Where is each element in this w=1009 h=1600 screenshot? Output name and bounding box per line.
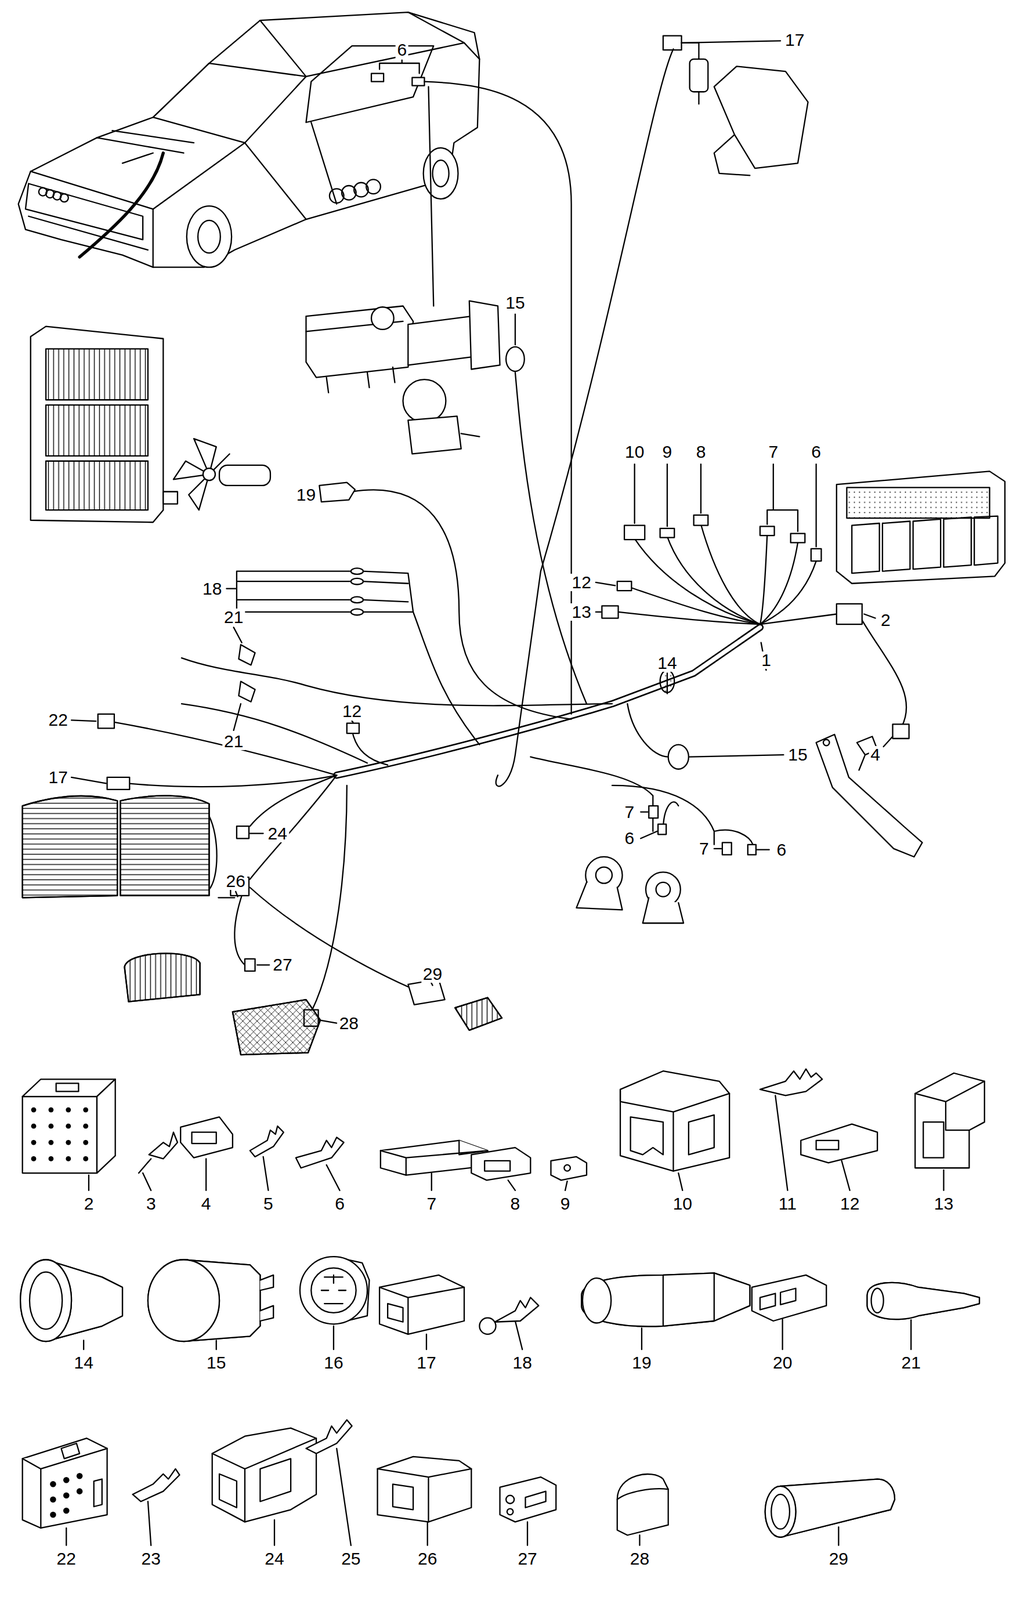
callout-number: 6 xyxy=(333,1195,347,1213)
callout-number: 5 xyxy=(261,1195,276,1213)
parts-row-3 xyxy=(22,1420,895,1538)
radiator xyxy=(30,326,178,523)
callout-number: 9 xyxy=(660,443,675,461)
parts-row-1 xyxy=(22,1069,985,1181)
callout-number: 1 xyxy=(759,651,773,669)
callout-number: 13 xyxy=(570,603,593,621)
callout-number: 19 xyxy=(630,1354,653,1372)
callout-number: 24 xyxy=(262,1550,286,1568)
callout-number: 26 xyxy=(416,1550,439,1568)
wires xyxy=(114,48,907,1010)
callout-number: 7 xyxy=(424,1195,439,1213)
callout-number: 18 xyxy=(200,580,224,598)
callout-number: 3 xyxy=(144,1195,158,1213)
callout-number: 19 xyxy=(294,486,318,504)
callout-number: 4 xyxy=(868,746,882,764)
callout-number: 14 xyxy=(655,654,679,672)
callout-number: 12 xyxy=(570,573,593,592)
callout-number: 15 xyxy=(503,294,527,312)
callout-number: 27 xyxy=(270,956,294,974)
callout-number: 22 xyxy=(55,1550,78,1568)
callout-number: 21 xyxy=(222,608,245,627)
callout-number: 29 xyxy=(827,1550,851,1568)
washer-reservoir xyxy=(663,35,809,176)
callout-number: 13 xyxy=(932,1195,956,1213)
callout-number: 12 xyxy=(340,702,364,721)
callout-number: 17 xyxy=(46,768,70,787)
callout-number: 10 xyxy=(623,443,646,461)
callout-number: 29 xyxy=(421,965,444,983)
callout-number: 15 xyxy=(786,746,809,764)
callout-number: 21 xyxy=(899,1354,923,1372)
harness-connectors xyxy=(98,346,910,1027)
callout-number: 16 xyxy=(322,1354,345,1372)
callout-number: 14 xyxy=(71,1354,95,1372)
callout-number: 7 xyxy=(697,840,711,858)
leader-lines xyxy=(66,40,944,1546)
callout-number: 7 xyxy=(623,803,637,822)
callout-number: 6 xyxy=(809,443,823,461)
callout-number: 15 xyxy=(204,1354,228,1372)
callout-number: 23 xyxy=(139,1550,163,1568)
callout-number: 2 xyxy=(879,611,893,629)
callout-number: 17 xyxy=(783,31,806,49)
callout-number: 28 xyxy=(337,1014,361,1033)
callout-number: 21 xyxy=(222,732,245,751)
car-illustration xyxy=(18,12,480,268)
parts-row-2 xyxy=(20,1256,980,1342)
callout-number: 18 xyxy=(511,1354,534,1372)
callout-number: 12 xyxy=(838,1195,862,1213)
callout-number: 25 xyxy=(339,1550,363,1568)
callout-number: 28 xyxy=(628,1550,652,1568)
ground-strap xyxy=(816,734,923,857)
callout-number: 6 xyxy=(623,829,637,848)
callout-number: 8 xyxy=(508,1195,523,1213)
callout-number: 4 xyxy=(199,1195,213,1213)
horns xyxy=(576,856,684,924)
lamps xyxy=(22,796,502,1055)
callout-number: 9 xyxy=(558,1195,573,1213)
brake-master-cylinder xyxy=(305,86,500,454)
callout-number: 20 xyxy=(771,1354,794,1372)
callout-number: 2 xyxy=(82,1195,96,1213)
callout-number: 24 xyxy=(266,825,289,843)
callout-number: 11 xyxy=(776,1195,799,1213)
callout-number: 8 xyxy=(694,443,708,461)
callout-number: 17 xyxy=(414,1354,438,1372)
callout-number: 26 xyxy=(223,872,247,891)
fan-motor xyxy=(173,438,271,511)
callout-number: 6 xyxy=(395,41,409,59)
callout-number: 10 xyxy=(671,1195,694,1213)
callout-number: 6 xyxy=(775,841,789,859)
callout-number: 22 xyxy=(46,711,70,729)
callout-number: 7 xyxy=(766,443,780,461)
relay-box xyxy=(836,471,1005,584)
callout-number: 27 xyxy=(515,1550,539,1568)
